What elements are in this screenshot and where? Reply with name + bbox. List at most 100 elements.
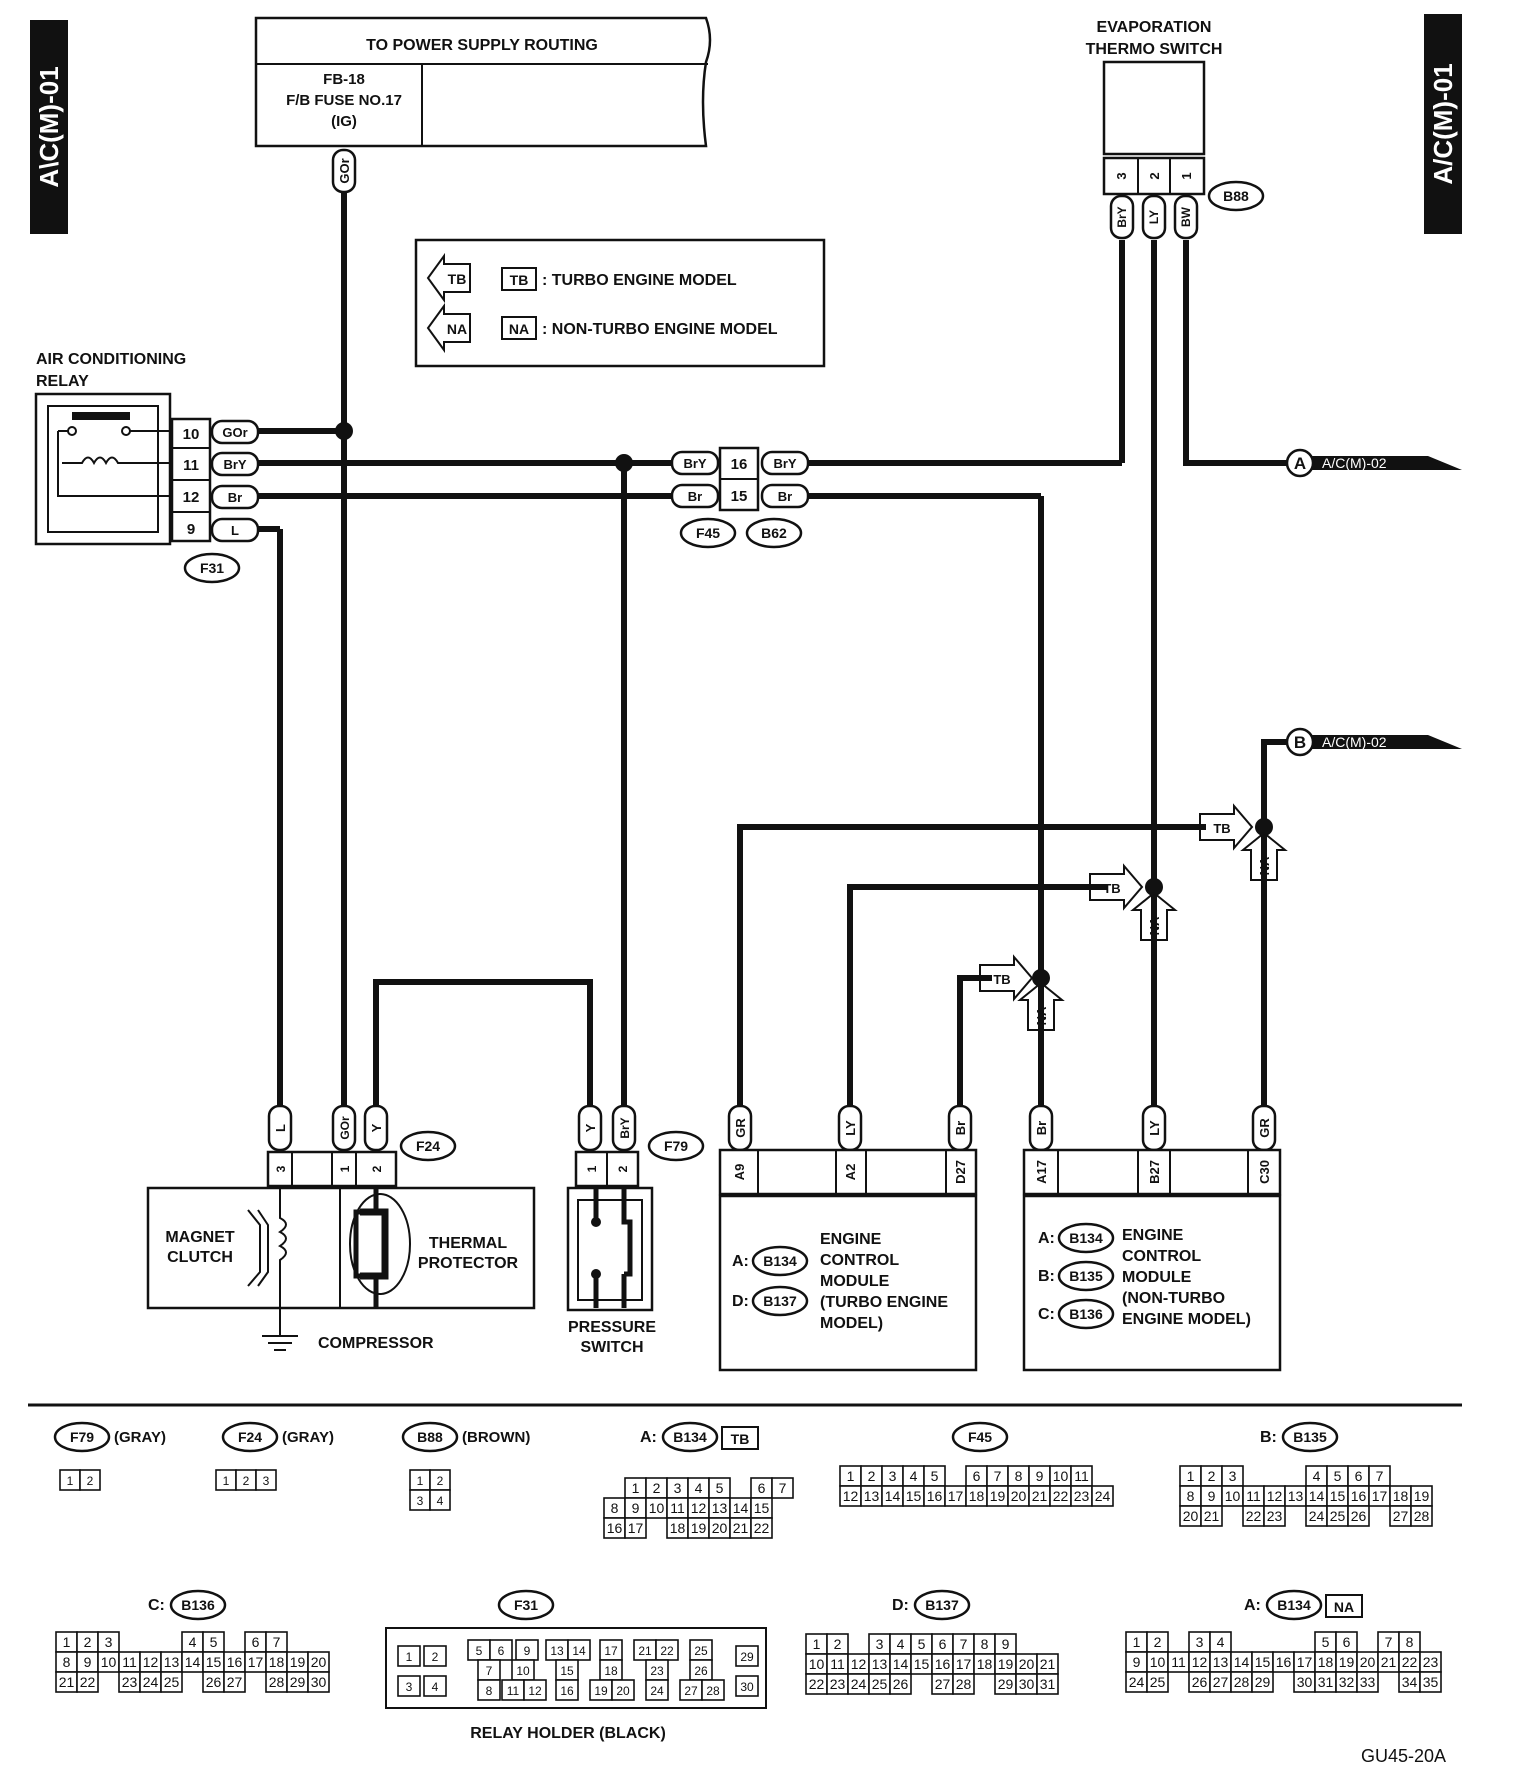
left-side-tab: A\C(M)-01 — [30, 20, 68, 234]
connector-pin-label: 9 — [84, 1654, 92, 1670]
connector-pin-label: 15 — [906, 1488, 922, 1504]
relay-connector: F31 — [200, 560, 224, 576]
connector-pin-label: 27 — [1213, 1674, 1229, 1690]
connector-pin-label: 3 — [1229, 1468, 1237, 1484]
connector-pin-label: 2 — [1208, 1468, 1216, 1484]
connector-pin-label: 7 — [779, 1480, 787, 1496]
connector-pin-cell — [489, 1639, 513, 1661]
connector-pin-label: 12 — [1192, 1654, 1208, 1670]
connector-pin-cell — [397, 1675, 421, 1697]
connector-pin-label: 30 — [740, 1680, 754, 1694]
connector-pin-label: 8 — [1406, 1634, 1414, 1650]
svg-text:LY: LY — [1147, 1120, 1162, 1136]
connector-pin-cell — [1410, 1505, 1433, 1527]
connector-pin-label: 14 — [185, 1654, 201, 1670]
connector-pin-label: 19 — [594, 1684, 608, 1698]
connector-pin-label: 29 — [740, 1650, 754, 1664]
svg-text:ENGINE: ENGINE — [1122, 1227, 1184, 1244]
svg-text:C:: C: — [148, 1597, 165, 1614]
svg-text:GOr: GOr — [338, 1116, 352, 1140]
svg-text:B88: B88 — [417, 1429, 443, 1445]
connector-pin-label: 8 — [1187, 1488, 1195, 1504]
svg-text:B134: B134 — [763, 1253, 797, 1269]
connector-pin-label: 5 — [1322, 1634, 1330, 1650]
connector-pin-label: 17 — [948, 1488, 964, 1504]
connector-pin-label: 21 — [1032, 1488, 1048, 1504]
connector-pin-label: 18 — [969, 1488, 985, 1504]
connector-pin-cell — [1146, 1671, 1169, 1693]
joint-pin-15: 15 — [731, 488, 748, 505]
tb-arrow-icon-3: TB — [979, 954, 1034, 1002]
svg-text:F79: F79 — [70, 1429, 94, 1445]
connector-pin-label: 24 — [1095, 1488, 1111, 1504]
thermo-title-2: THERMO SWITCH — [1086, 41, 1223, 58]
svg-text:(GRAY): (GRAY) — [282, 1429, 334, 1446]
connector-pin-label: 2 — [432, 1650, 439, 1664]
connector-pin-label: 22 — [660, 1644, 674, 1658]
connector-pin-label: 23 — [1074, 1488, 1090, 1504]
connector-pin-label: 9 — [1133, 1654, 1141, 1670]
power-fuse-line2: F/B FUSE NO.17 — [286, 92, 402, 109]
connector-pin-cell — [889, 1673, 912, 1695]
connector-pin-label: 31 — [1318, 1674, 1334, 1690]
connector-pin-label: 28 — [706, 1684, 720, 1698]
connector-pin-label: 12 — [691, 1500, 707, 1516]
legend-na-text: : NON-TURBO ENGINE MODEL — [542, 321, 778, 338]
connector-pin-label: 9 — [1036, 1468, 1044, 1484]
thermal-protector-label-1: THERMAL — [429, 1235, 507, 1252]
connector-pin-label: 14 — [1234, 1654, 1250, 1670]
connector-pin-label: 21 — [1040, 1656, 1056, 1672]
connector-pin-cell — [1091, 1485, 1114, 1507]
legend-tb-text: : TURBO ENGINE MODEL — [542, 272, 737, 289]
magnet-clutch-label-2: CLUTCH — [167, 1249, 233, 1266]
svg-text:B135: B135 — [1293, 1429, 1327, 1445]
connector-pin-label: 9 — [1208, 1488, 1216, 1504]
compressor-label: COMPRESSOR — [318, 1335, 434, 1352]
svg-text:NA: NA — [1257, 856, 1272, 875]
connector-pin-cell — [255, 1469, 277, 1491]
connector-pin-cell — [645, 1679, 669, 1701]
svg-text:F24: F24 — [238, 1429, 262, 1445]
connector-pin-label: 3 — [417, 1494, 424, 1508]
relay-wire-gor: GOr — [222, 425, 247, 440]
svg-text:ENGINE MODEL): ENGINE MODEL) — [1122, 1311, 1251, 1328]
svg-text:1: 1 — [1179, 172, 1194, 179]
thermo-wire-bry: BrY — [1115, 206, 1129, 227]
connector-pin-label: 13 — [872, 1656, 888, 1672]
relay-title-2: RELAY — [36, 373, 89, 390]
svg-text:GR: GR — [1257, 1118, 1272, 1138]
connector-pin-label: 13 — [1213, 1654, 1229, 1670]
connector-pin-label: 15 — [206, 1654, 222, 1670]
svg-text:CONTROL: CONTROL — [1122, 1248, 1201, 1265]
thermo-wire-ly: LY — [1147, 210, 1161, 224]
connector-pin-label: 2 — [243, 1474, 250, 1488]
svg-text:MODULE: MODULE — [1122, 1269, 1192, 1286]
connector-pin-label: 5 — [918, 1636, 926, 1652]
tb-na-arrows: TB TB TB NA NA NA — [979, 803, 1288, 1031]
evaporation-thermo-switch: EVAPORATION THERMO SWITCH 3 2 1 BrY LY B… — [1086, 19, 1265, 240]
svg-text:A2: A2 — [843, 1164, 858, 1181]
connector-pin-cell — [160, 1671, 183, 1693]
relay-pin-9: 9 — [187, 521, 195, 538]
connector-pin-label: 32 — [1339, 1674, 1355, 1690]
svg-text:Br: Br — [1034, 1121, 1049, 1135]
connector-pin-label: 12 — [143, 1654, 159, 1670]
right-side-tab: A/C(M)-01 — [1424, 14, 1462, 234]
relay-pin-10: 10 — [183, 426, 200, 443]
connector-pin-label: 20 — [616, 1684, 630, 1698]
connector-pin-cell — [1200, 1505, 1223, 1527]
svg-text:Br: Br — [688, 489, 702, 504]
svg-text:F31: F31 — [514, 1597, 538, 1613]
connector-pin-label: 10 — [1150, 1654, 1166, 1670]
connector-pin-label: 18 — [604, 1664, 618, 1678]
connector-pin-label: 10 — [809, 1656, 825, 1672]
connector-pin-cell — [952, 1673, 975, 1695]
connector-pin-label: 14 — [572, 1644, 586, 1658]
